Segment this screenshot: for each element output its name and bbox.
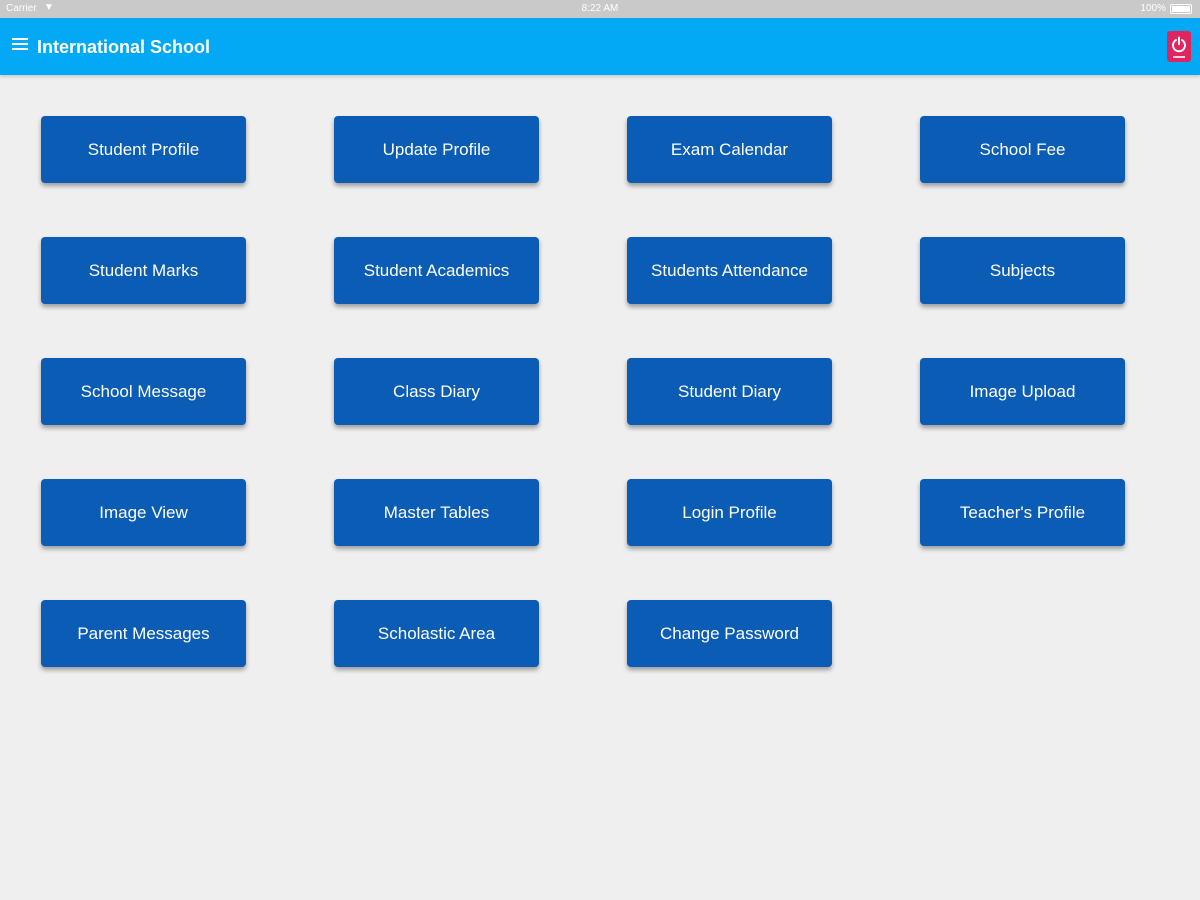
battery-percent: 100% xyxy=(1140,3,1166,14)
subjects-button[interactable]: Subjects xyxy=(920,237,1125,304)
student-profile-button[interactable]: Student Profile xyxy=(41,116,246,183)
exam-calendar-button[interactable]: Exam Calendar xyxy=(627,116,832,183)
update-profile-button[interactable]: Update Profile xyxy=(334,116,539,183)
class-diary-button[interactable]: Class Diary xyxy=(334,358,539,425)
school-message-button[interactable]: School Message xyxy=(41,358,246,425)
image-upload-button[interactable]: Image Upload xyxy=(920,358,1125,425)
power-icon xyxy=(1172,36,1186,52)
logout-button[interactable] xyxy=(1167,31,1191,62)
wifi-icon: ▼ xyxy=(44,2,54,13)
battery-indicator: 100% xyxy=(1140,3,1192,14)
scholastic-area-button[interactable]: Scholastic Area xyxy=(334,600,539,667)
teachers-profile-button[interactable]: Teacher's Profile xyxy=(920,479,1125,546)
hamburger-menu-icon[interactable] xyxy=(12,38,28,50)
image-view-button[interactable]: Image View xyxy=(41,479,246,546)
power-label-mark xyxy=(1173,55,1185,58)
master-tables-button[interactable]: Master Tables xyxy=(334,479,539,546)
student-marks-button[interactable]: Student Marks xyxy=(41,237,246,304)
carrier-label: Carrier xyxy=(6,3,37,14)
battery-icon xyxy=(1170,3,1192,14)
school-fee-button[interactable]: School Fee xyxy=(920,116,1125,183)
status-time: 8:22 AM xyxy=(581,3,619,14)
student-academics-button[interactable]: Student Academics xyxy=(334,237,539,304)
change-password-button[interactable]: Change Password xyxy=(627,600,832,667)
login-profile-button[interactable]: Login Profile xyxy=(627,479,832,546)
status-bar: Carrier ▼ 8:22 AM 100% xyxy=(0,0,1200,18)
student-diary-button[interactable]: Student Diary xyxy=(627,358,832,425)
app-header: International School xyxy=(0,18,1200,75)
app-title: International School xyxy=(37,37,211,57)
students-attendance-button[interactable]: Students Attendance xyxy=(627,237,832,304)
parent-messages-button[interactable]: Parent Messages xyxy=(41,600,246,667)
menu-grid: Student Profile Update Profile Exam Cale… xyxy=(41,116,1125,667)
